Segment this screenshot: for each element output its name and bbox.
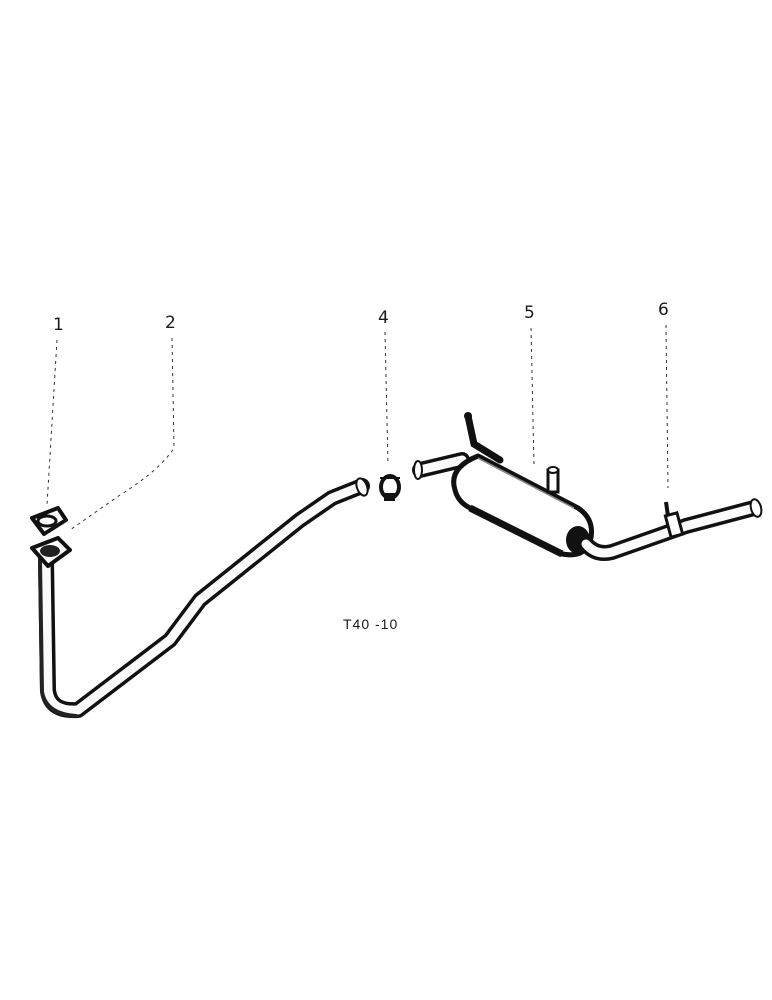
front-exhaust-pipe-part-2 [30,477,370,719]
leader-5 [530,327,535,466]
figure-code: T40 -10 [343,616,398,632]
leader-6 [665,324,669,489]
callout-2: 2 [165,313,176,333]
leader-2 [69,337,175,531]
callout-5: 5 [524,303,535,323]
muffler-part-5 [412,412,594,558]
tail-pipe-part-6 [578,498,763,561]
callout-6: 6 [658,300,669,320]
flange-gasket-part-1 [30,506,68,536]
leader-lines [46,324,669,531]
callout-4: 4 [378,308,389,328]
callout-1: 1 [53,315,64,335]
leader-4 [384,331,389,466]
leader-1 [46,339,58,506]
pipe-clamp-part-4 [379,474,401,501]
